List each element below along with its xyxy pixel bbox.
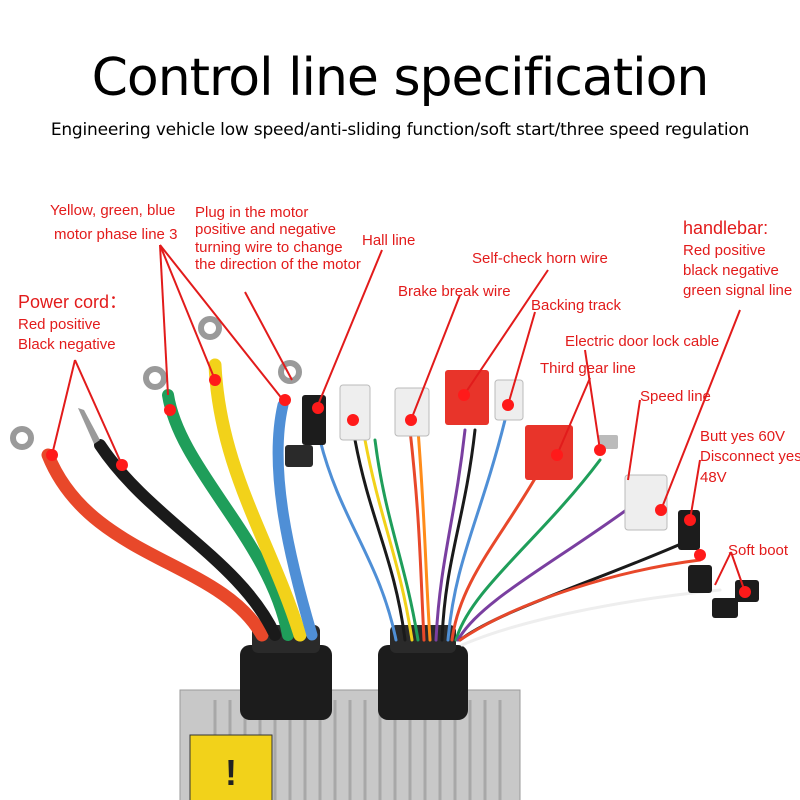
label-speed-line: Speed line <box>640 388 711 405</box>
label-power-cord: Power cord： Red positive Black negative <box>18 292 128 353</box>
label-hall-line: Hall line <box>362 232 416 249</box>
label-backing-track: Backing track <box>531 297 622 314</box>
callout-markers <box>46 374 751 598</box>
ring-terminals <box>10 316 302 450</box>
label-handlebar: handlebar: Red positive black negative g… <box>683 218 793 300</box>
label-door-lock-cable: Electric door lock cable <box>565 333 720 350</box>
callout-lines <box>51 244 746 593</box>
fork-terminal <box>78 408 100 444</box>
svg-text:!: ! <box>225 752 237 793</box>
label-motor-direction: Plug in the motor positive and negative … <box>195 204 361 273</box>
label-phase-line: Yellow, green, blue motor phase line 3 <box>50 202 178 244</box>
label-horn-wire: Self-check horn wire <box>472 250 608 267</box>
page-title: Control line specification <box>91 48 710 108</box>
phase-and-power-wires <box>41 358 318 642</box>
controller-body: ! <box>179 689 521 800</box>
label-soft-boot: Soft boot <box>728 542 789 559</box>
label-brake-wire: Brake break wire <box>398 283 511 300</box>
page-subtitle: Engineering vehicle low speed/anti-slidi… <box>50 120 750 140</box>
signal-wire-bundle <box>318 418 722 647</box>
connectors <box>285 370 759 618</box>
label-third-gear: Third gear line <box>540 360 636 377</box>
label-voltage: Butt yes 60V Disconnect yes 48V <box>700 428 800 486</box>
